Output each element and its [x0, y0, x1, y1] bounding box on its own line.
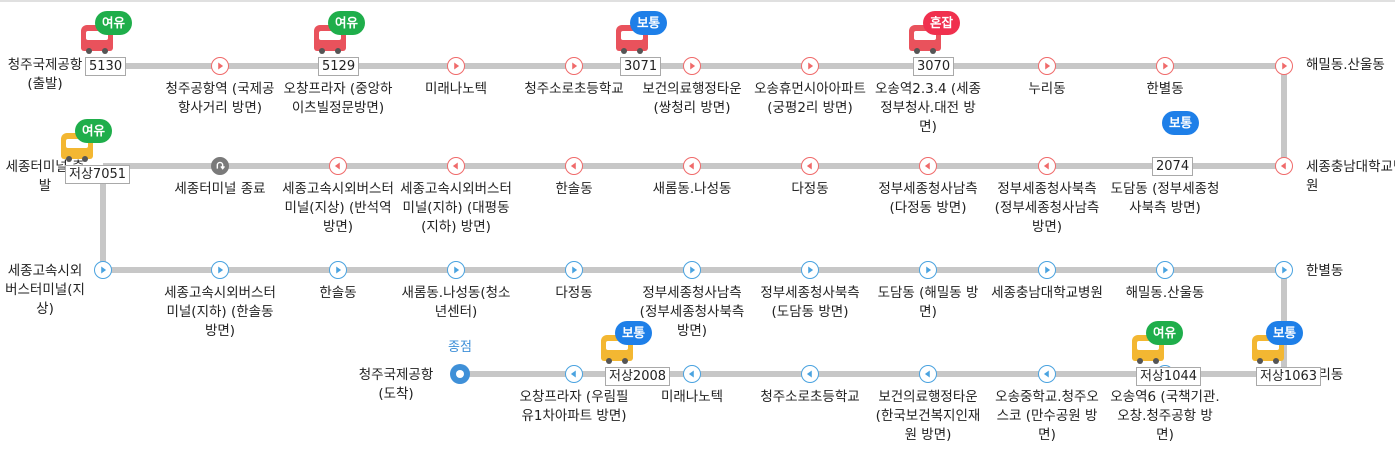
play-right-icon[interactable]: [1038, 57, 1056, 75]
bus-plate-number[interactable]: 3070: [913, 57, 955, 76]
bus-plate-number[interactable]: 저상2008: [605, 367, 671, 386]
stop-name[interactable]: 정부세종청사북측 (정부세종청사남측 방면): [994, 181, 1100, 235]
play-left-icon[interactable]: [919, 365, 937, 383]
play-right-icon[interactable]: [447, 261, 465, 279]
play-right-icon[interactable]: [447, 57, 465, 75]
stop-name[interactable]: 오창프라자 (우림필유1차아파트 방면): [519, 389, 629, 424]
play-right-icon[interactable]: [565, 261, 583, 279]
stop-name[interactable]: 오창프라자 (중앙하이츠빌정문방면): [283, 81, 393, 116]
stop-name[interactable]: 오송중학교.청주오스코 (만수공원 방면): [995, 389, 1099, 443]
stop-name[interactable]: 다정동: [791, 181, 829, 197]
bus-plate-number[interactable]: 5129: [318, 57, 360, 76]
stop-name[interactable]: 정부세종청사남측 (정부세종청사북측 방면): [639, 285, 745, 339]
congestion-badge: 혼잡: [923, 11, 961, 35]
stop-name[interactable]: 한별동: [1146, 81, 1184, 97]
stop-name[interactable]: 청주소로초등학교: [760, 389, 860, 405]
congestion-badge: 여유: [1146, 321, 1184, 345]
congestion-badge: 여유: [95, 11, 133, 35]
stop-name[interactable]: 보건의료행정타운 (한국보건복지인재원 방면): [875, 389, 981, 443]
play-right-icon[interactable]: [211, 57, 229, 75]
congestion-badge: 여유: [328, 11, 366, 35]
route-line-turn-right-1: [1281, 66, 1287, 166]
stop-name[interactable]: 오송역2.3.4 (세종정부청사.대전 방면): [874, 81, 981, 135]
stop-name[interactable]: 청주공항역 (국제공항사거리 방면): [165, 81, 275, 116]
stop-name[interactable]: 새롬동.나성동(청소년센터): [401, 285, 511, 320]
stop-name[interactable]: 다정동: [555, 285, 593, 301]
stop-name[interactable]: 세종터미널 종료: [174, 181, 266, 197]
play-left-icon[interactable]: [1275, 157, 1293, 175]
play-right-icon[interactable]: [683, 261, 701, 279]
location-pin-icon[interactable]: [450, 364, 470, 384]
play-left-icon[interactable]: [1038, 365, 1056, 383]
stop-name[interactable]: 한솔동: [555, 181, 593, 197]
stop-name[interactable]: 해밀동.산울동: [1125, 285, 1205, 301]
stop-name[interactable]: 세종고속시외버스터미널(지하) (대평동(지하) 방면): [400, 181, 512, 235]
bus-plate-number[interactable]: 2074: [1152, 157, 1194, 176]
stop-name[interactable]: 청주국제공항 (출발): [7, 57, 83, 92]
play-right-icon[interactable]: [1275, 261, 1293, 279]
u-turn-icon[interactable]: [211, 157, 229, 175]
bus-plate-number[interactable]: 3071: [620, 57, 662, 76]
stop-name[interactable]: 한별동: [1306, 263, 1344, 279]
bus-plate-number[interactable]: 저상1044: [1136, 367, 1202, 386]
stop-name[interactable]: 새롬동.나성동: [652, 181, 732, 197]
play-right-icon[interactable]: [801, 261, 819, 279]
play-left-icon[interactable]: [919, 157, 937, 175]
stop-name[interactable]: 청주소로초등학교: [524, 81, 624, 97]
stop-name[interactable]: 세종고속시외버스터미널(지상): [5, 263, 85, 317]
stop-name[interactable]: 세종고속시외버스터미널(지상) (반석역 방면): [282, 181, 394, 235]
play-right-icon[interactable]: [565, 57, 583, 75]
play-right-icon[interactable]: [683, 57, 701, 75]
stop-name[interactable]: 해밀동.산울동: [1306, 57, 1385, 73]
play-right-icon[interactable]: [801, 57, 819, 75]
congestion-badge: 보통: [1266, 321, 1304, 345]
stop-name[interactable]: 한솔동: [319, 285, 357, 301]
play-left-icon[interactable]: [565, 365, 583, 383]
bus-plate-number[interactable]: 저상1063: [1256, 367, 1322, 386]
stop-name[interactable]: 도담동 (해밀동 방면): [877, 285, 979, 320]
play-right-icon[interactable]: [1156, 261, 1174, 279]
end-label: 종점: [448, 340, 472, 355]
bus-plate-number[interactable]: 저상7051: [65, 165, 131, 184]
stop-name[interactable]: 정부세종청사남측 (다정동 방면): [878, 181, 978, 216]
play-right-icon[interactable]: [211, 261, 229, 279]
play-left-icon[interactable]: [801, 157, 819, 175]
stop-name[interactable]: 누리동: [1028, 81, 1066, 97]
play-right-icon[interactable]: [94, 261, 112, 279]
stop-name[interactable]: 세종충남대학교병원: [1306, 159, 1395, 194]
play-left-icon[interactable]: [565, 157, 583, 175]
stop-name[interactable]: 보건의료행정타운 (쌍청리 방면): [642, 81, 742, 116]
play-right-icon[interactable]: [329, 261, 347, 279]
play-left-icon[interactable]: [683, 365, 701, 383]
play-right-icon[interactable]: [1275, 57, 1293, 75]
play-left-icon[interactable]: [1038, 157, 1056, 175]
congestion-badge: 보통: [615, 321, 653, 345]
bus-plate-number[interactable]: 5130: [85, 57, 127, 76]
stop-name[interactable]: 오송역6 (국책기관.오창.청주공항 방면): [1110, 389, 1220, 443]
play-left-icon[interactable]: [683, 157, 701, 175]
congestion-badge: 여유: [75, 119, 113, 143]
stop-name[interactable]: 미래나노텍: [660, 389, 724, 405]
route-line-row-4: [460, 371, 1284, 377]
top-divider: [0, 0, 1395, 2]
stop-name[interactable]: 정부세종청사북측 (도담동 방면): [760, 285, 860, 320]
play-right-icon[interactable]: [1156, 57, 1174, 75]
play-left-icon[interactable]: [447, 157, 465, 175]
stop-name[interactable]: 도담동 (정부세종청사북측 방면): [1110, 181, 1220, 216]
stop-name[interactable]: 세종고속시외버스터미널(지하) (한솔동 방면): [164, 285, 276, 339]
play-left-icon[interactable]: [329, 157, 347, 175]
stop-name[interactable]: 미래나노텍: [424, 81, 488, 97]
play-right-icon[interactable]: [919, 261, 937, 279]
congestion-badge: 보통: [1162, 111, 1200, 135]
stop-name[interactable]: 세종터미널 출발: [5, 159, 85, 194]
congestion-badge: 보통: [630, 11, 668, 35]
play-left-icon[interactable]: [801, 365, 819, 383]
stop-name[interactable]: 오송휴먼시아아파트 (궁평2리 방면): [754, 81, 866, 116]
route-line-turn-left: [100, 166, 106, 270]
stop-name[interactable]: 세종충남대학교병원: [991, 285, 1103, 301]
stop-name[interactable]: 청주국제공항 (도착): [358, 367, 434, 402]
play-right-icon[interactable]: [1038, 261, 1056, 279]
